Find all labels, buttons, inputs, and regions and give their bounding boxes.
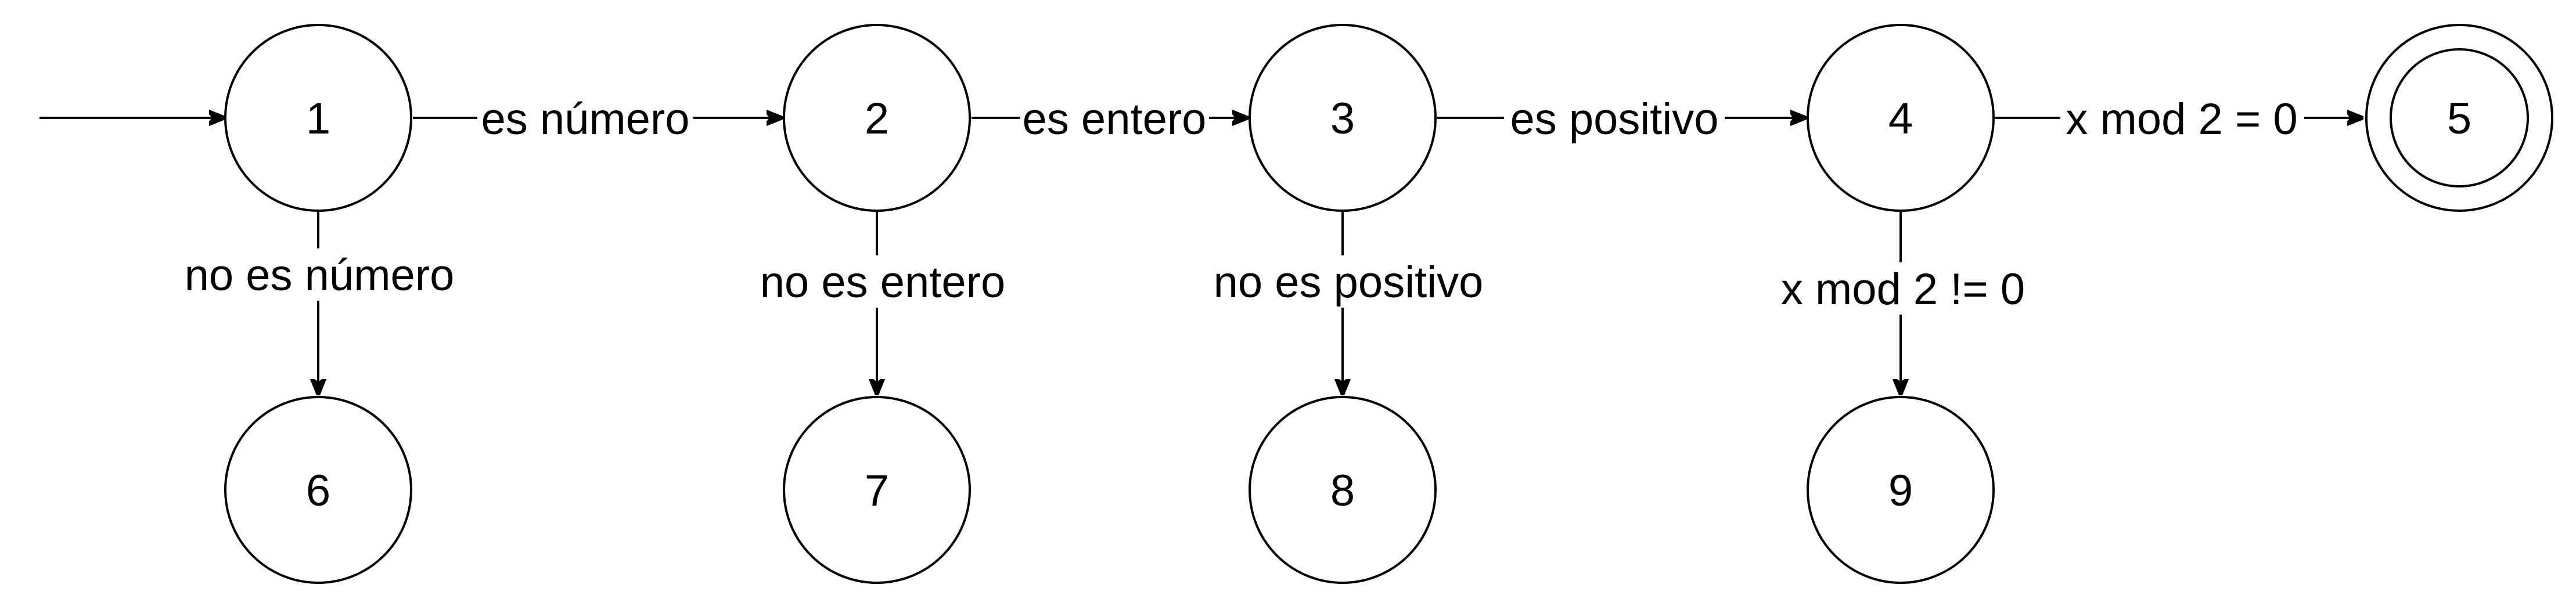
state-1: 1 <box>224 24 412 212</box>
state-4: 4 <box>1807 24 1995 212</box>
state-2: 2 <box>783 24 971 212</box>
state-3: 3 <box>1249 24 1437 212</box>
state-5-label: 5 <box>2447 94 2471 143</box>
state-2-label: 2 <box>865 94 889 143</box>
state-7-label: 7 <box>865 466 889 515</box>
edge-label-1-to-2: es número <box>481 95 689 144</box>
edge-label-1-to-6: no es número <box>185 251 455 300</box>
edge-label-2-to-3: es entero <box>1023 95 1207 144</box>
edge-label-2-to-7: no es entero <box>760 258 1006 307</box>
state-7: 7 <box>783 396 971 584</box>
state-5-accepting: 5 <box>2365 24 2553 212</box>
state-1-label: 1 <box>306 94 330 143</box>
state-8-label: 8 <box>1330 466 1355 515</box>
state-6-label: 6 <box>306 466 330 515</box>
state-4-label: 4 <box>1888 94 1913 143</box>
state-3-label: 3 <box>1330 94 1355 143</box>
edge-label-3-to-8: no es positivo <box>1214 258 1484 307</box>
state-6: 6 <box>224 396 412 584</box>
edge-label-4-to-9: x mod 2 != 0 <box>1781 265 2025 314</box>
state-9: 9 <box>1807 396 1995 584</box>
edge-label-4-to-5: x mod 2 = 0 <box>2066 95 2297 144</box>
state-9-label: 9 <box>1888 466 1913 515</box>
state-8: 8 <box>1249 396 1437 584</box>
edge-label-3-to-4: es positivo <box>1510 95 1718 144</box>
